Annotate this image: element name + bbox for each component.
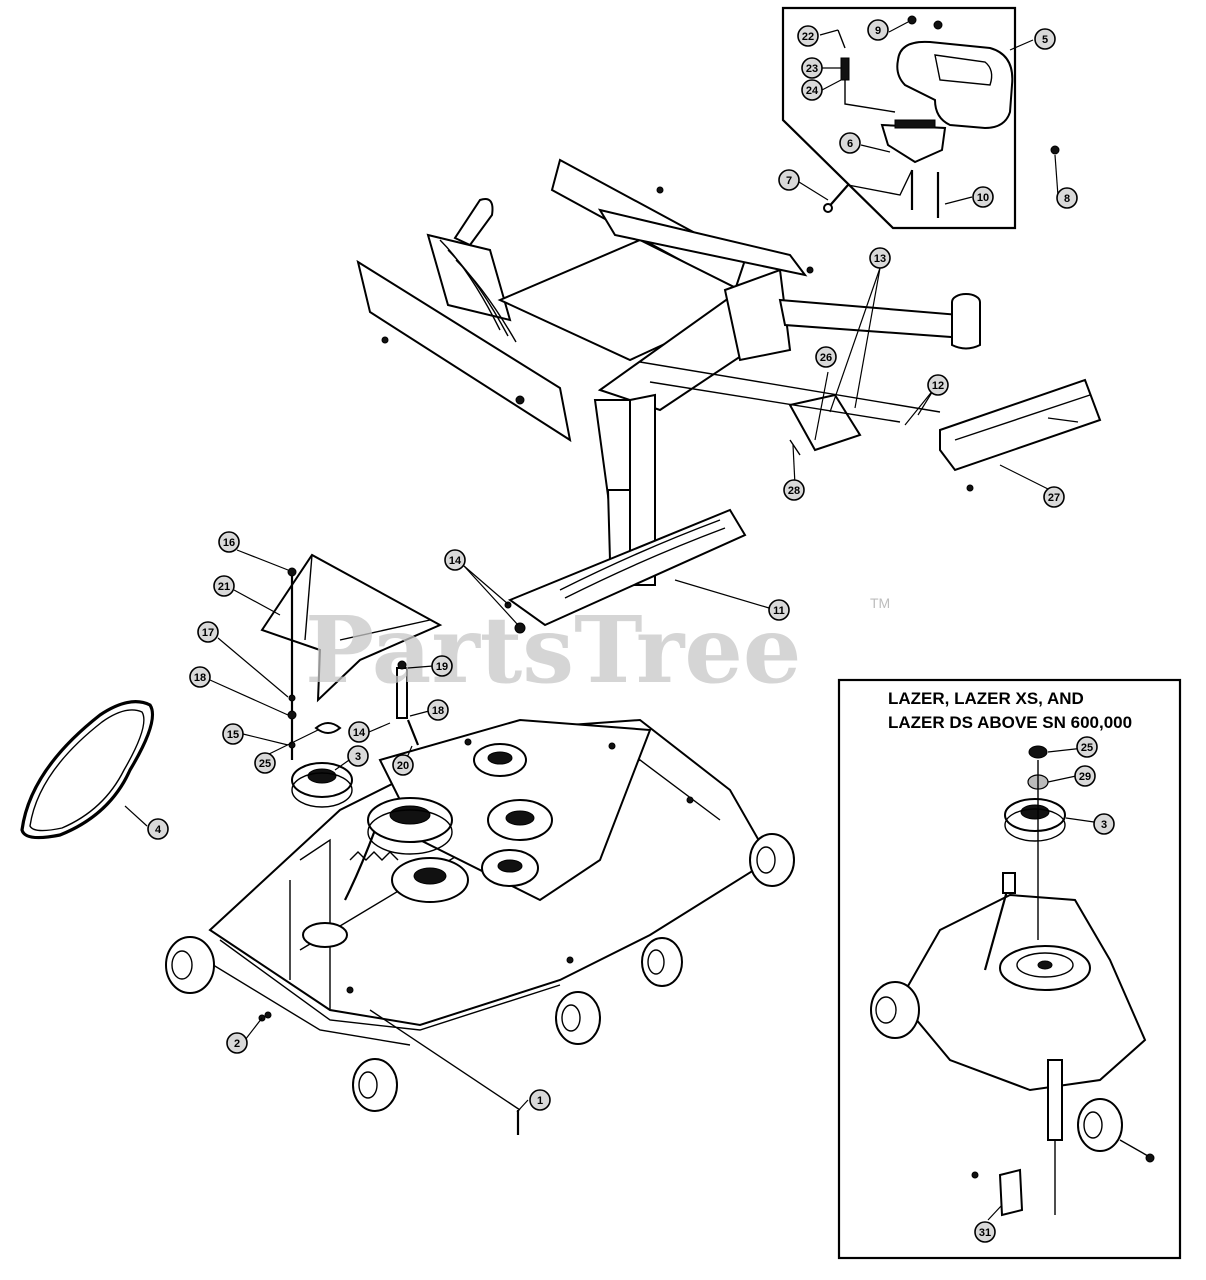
callout-18: 18 bbox=[189, 666, 211, 688]
svg-text:20: 20 bbox=[397, 760, 409, 772]
callout-7: 7 bbox=[778, 169, 800, 191]
svg-text:3: 3 bbox=[355, 751, 361, 763]
svg-text:18: 18 bbox=[194, 672, 206, 684]
watermark: PartsTree TM bbox=[305, 595, 890, 704]
callout-13: 13 bbox=[869, 247, 891, 269]
pulley-large bbox=[367, 797, 453, 855]
svg-text:21: 21 bbox=[218, 581, 230, 593]
callout-29: 29 bbox=[1074, 765, 1096, 787]
svg-text:12: 12 bbox=[932, 380, 944, 392]
svg-text:15: 15 bbox=[227, 729, 239, 741]
svg-text:6: 6 bbox=[847, 138, 853, 150]
svg-text:19: 19 bbox=[436, 661, 448, 673]
spindle-1 bbox=[473, 743, 527, 777]
callout-15: 15 bbox=[222, 723, 244, 745]
svg-text:18: 18 bbox=[432, 705, 444, 717]
callout-3-inset: 3 bbox=[1093, 813, 1115, 835]
leader-lines bbox=[124, 21, 1095, 1221]
svg-text:7: 7 bbox=[786, 175, 792, 187]
deck-pulleys bbox=[291, 743, 553, 948]
deck-wheels bbox=[165, 833, 795, 1112]
inset-caption-line1: LAZER, LAZER XS, AND bbox=[888, 689, 1084, 708]
callout-14-deck: 14 bbox=[348, 721, 370, 743]
callout-11: 11 bbox=[768, 599, 790, 621]
wheel bbox=[165, 936, 215, 994]
svg-text:25: 25 bbox=[259, 758, 271, 770]
belt bbox=[20, 700, 155, 840]
callout-22: 22 bbox=[797, 25, 819, 47]
callout-10: 10 bbox=[972, 186, 994, 208]
svg-text:28: 28 bbox=[788, 485, 800, 497]
wheel bbox=[555, 991, 601, 1045]
callout-3: 3 bbox=[347, 745, 369, 767]
svg-text:9: 9 bbox=[875, 25, 881, 37]
callouts: 1 2 3 3 4 5 6 7 8 9 10 11 12 13 14 14 15… bbox=[147, 19, 1115, 1243]
svg-text:5: 5 bbox=[1042, 34, 1048, 46]
callout-28: 28 bbox=[783, 479, 805, 501]
shield-assembly bbox=[639, 361, 1102, 492]
callout-20: 20 bbox=[392, 754, 414, 776]
spindle-2 bbox=[487, 799, 553, 841]
wheel bbox=[749, 833, 795, 887]
svg-text:31: 31 bbox=[979, 1227, 991, 1239]
wheel bbox=[641, 937, 683, 987]
callout-25: 25 bbox=[254, 752, 276, 774]
svg-text:14: 14 bbox=[449, 555, 462, 567]
callout-31: 31 bbox=[974, 1221, 996, 1243]
callout-25-inset: 25 bbox=[1076, 736, 1098, 758]
svg-text:11: 11 bbox=[773, 605, 785, 617]
callout-9: 9 bbox=[867, 19, 889, 41]
svg-text:29: 29 bbox=[1079, 771, 1091, 783]
callout-18-deck: 18 bbox=[427, 699, 449, 721]
callout-8: 8 bbox=[1056, 187, 1078, 209]
callout-12: 12 bbox=[927, 374, 949, 396]
svg-text:14: 14 bbox=[353, 727, 366, 739]
callout-23: 23 bbox=[801, 57, 823, 79]
callout-24: 24 bbox=[801, 79, 823, 101]
inset-caption-line2: LAZER DS ABOVE SN 600,000 bbox=[888, 713, 1132, 732]
callout-14: 14 bbox=[444, 549, 466, 571]
svg-text:10: 10 bbox=[977, 192, 989, 204]
svg-text:22: 22 bbox=[802, 31, 814, 43]
callout-27: 27 bbox=[1043, 486, 1065, 508]
svg-text:3: 3 bbox=[1101, 819, 1107, 831]
pulley-mid bbox=[391, 857, 469, 903]
spindle-3 bbox=[481, 849, 539, 887]
callout-16: 16 bbox=[218, 531, 240, 553]
deflector bbox=[504, 508, 747, 634]
pulley-3 bbox=[291, 762, 353, 808]
svg-text:26: 26 bbox=[820, 352, 832, 364]
callout-6: 6 bbox=[839, 132, 861, 154]
svg-text:2: 2 bbox=[234, 1038, 240, 1050]
bottom-inset: LAZER, LAZER XS, AND LAZER DS ABOVE SN 6… bbox=[837, 678, 1182, 1260]
belt-cover bbox=[260, 553, 443, 703]
watermark-text: PartsTree bbox=[305, 596, 801, 704]
deck-hardware bbox=[258, 567, 521, 1135]
svg-text:4: 4 bbox=[155, 824, 162, 836]
callout-26: 26 bbox=[815, 346, 837, 368]
svg-text:24: 24 bbox=[806, 85, 819, 97]
svg-text:13: 13 bbox=[874, 253, 886, 265]
svg-text:16: 16 bbox=[223, 537, 235, 549]
svg-text:25: 25 bbox=[1081, 742, 1093, 754]
callout-5: 5 bbox=[1034, 28, 1056, 50]
callout-21: 21 bbox=[213, 575, 235, 597]
top-inset bbox=[781, 6, 1060, 230]
main-frame bbox=[356, 158, 981, 586]
svg-text:17: 17 bbox=[202, 627, 214, 639]
callout-4: 4 bbox=[147, 818, 169, 840]
callout-17: 17 bbox=[197, 621, 219, 643]
wheel bbox=[352, 1058, 398, 1112]
callout-19: 19 bbox=[431, 655, 453, 677]
svg-text:8: 8 bbox=[1064, 193, 1070, 205]
callout-2: 2 bbox=[226, 1032, 248, 1054]
watermark-trademark: TM bbox=[870, 595, 890, 611]
callout-1: 1 bbox=[529, 1089, 551, 1111]
svg-text:27: 27 bbox=[1048, 492, 1060, 504]
svg-text:1: 1 bbox=[537, 1095, 543, 1107]
svg-text:23: 23 bbox=[806, 63, 818, 75]
